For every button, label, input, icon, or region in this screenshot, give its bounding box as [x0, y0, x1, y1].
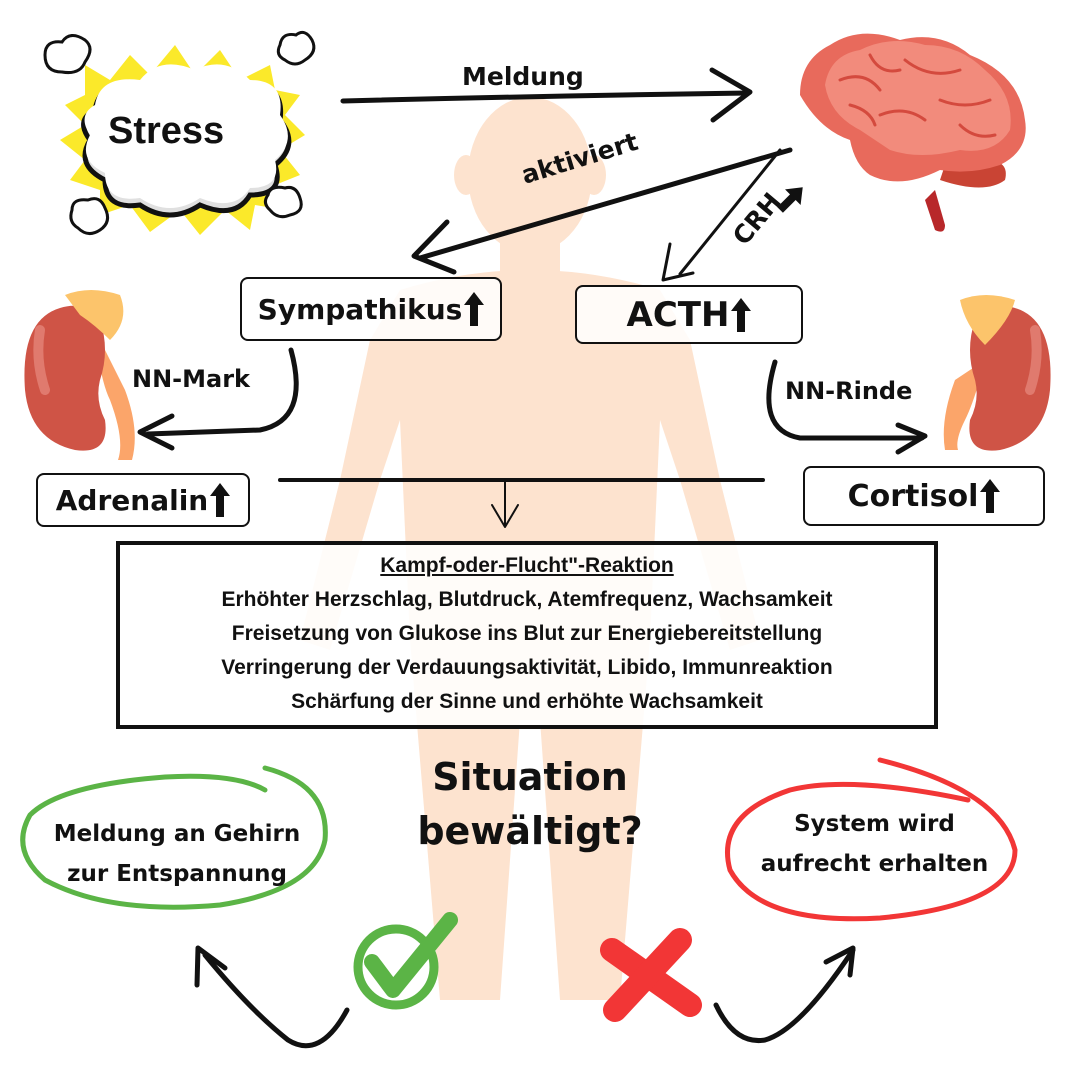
crh-increase-arrow-icon — [777, 187, 803, 213]
arrow-aktiviert — [417, 147, 793, 261]
decision-question-line: Situation — [432, 755, 628, 799]
increase-arrow-icon — [980, 479, 1001, 513]
no-outcome-line: aufrecht erhalten — [760, 851, 989, 877]
increase-arrow-icon — [731, 297, 752, 332]
node-cortisol: Cortisol — [803, 466, 1045, 526]
arrow-to-no-outcome — [713, 947, 856, 1044]
increase-arrow-icon — [210, 483, 231, 517]
node-acth-label: ACTH — [626, 294, 730, 335]
no-outcome-line: System wird — [794, 811, 955, 837]
stress-label: Stress — [108, 110, 225, 152]
node-sympathikus: Sympathikus — [240, 277, 502, 341]
cross-icon — [600, 928, 702, 1022]
edge-label-nn-mark: NN-Mark — [132, 365, 251, 393]
decision-question: Situation bewältigt? — [400, 750, 660, 858]
arrow-nn-mark — [145, 347, 299, 437]
reaction-effect: Verringerung der Verdauungsaktivität, Li… — [221, 656, 833, 679]
reaction-effect: Erhöhter Herzschlag, Blutdruck, Atemfreq… — [221, 588, 833, 611]
no-outcome-text: System wird aufrecht erhalten — [732, 804, 1017, 884]
yes-outcome-text: Meldung an Gehirn zur Entspannung — [32, 814, 322, 894]
node-adrenalin-label: Adrenalin — [55, 483, 209, 517]
yes-outcome-line: zur Entspannung — [67, 861, 287, 887]
arrow-nn-rinde — [766, 359, 925, 441]
yes-outcome-oval — [20, 765, 328, 910]
arrow-to-yes-outcome — [202, 952, 350, 1049]
node-cortisol-label: Cortisol — [847, 478, 979, 514]
increase-arrow-icon — [464, 292, 485, 326]
node-acth: ACTH — [575, 285, 803, 344]
reaction-effect: Schärfung der Sinne und erhöhte Wachsamk… — [291, 690, 763, 713]
edge-label-nn-rinde: NN-Rinde — [785, 377, 913, 405]
fight-or-flight-reaction-box: Kampf-oder-Flucht"-Reaktion Erhöhter Her… — [116, 541, 938, 729]
decision-question-line: bewältigt? — [417, 809, 643, 853]
edge-label-meldung: Meldung — [462, 62, 584, 91]
no-outcome-oval — [725, 757, 1018, 922]
arrow-crh — [678, 148, 782, 276]
node-adrenalin: Adrenalin — [36, 473, 250, 527]
node-sympathikus-label: Sympathikus — [257, 292, 463, 326]
arrow-meldung — [340, 90, 751, 104]
reaction-title: Kampf-oder-Flucht"-Reaktion — [380, 554, 674, 577]
checkmark-icon — [353, 912, 458, 1010]
reaction-effect: Freisetzung von Glukose ins Blut zur Ene… — [231, 622, 823, 645]
yes-outcome-line: Meldung an Gehirn — [53, 821, 301, 847]
